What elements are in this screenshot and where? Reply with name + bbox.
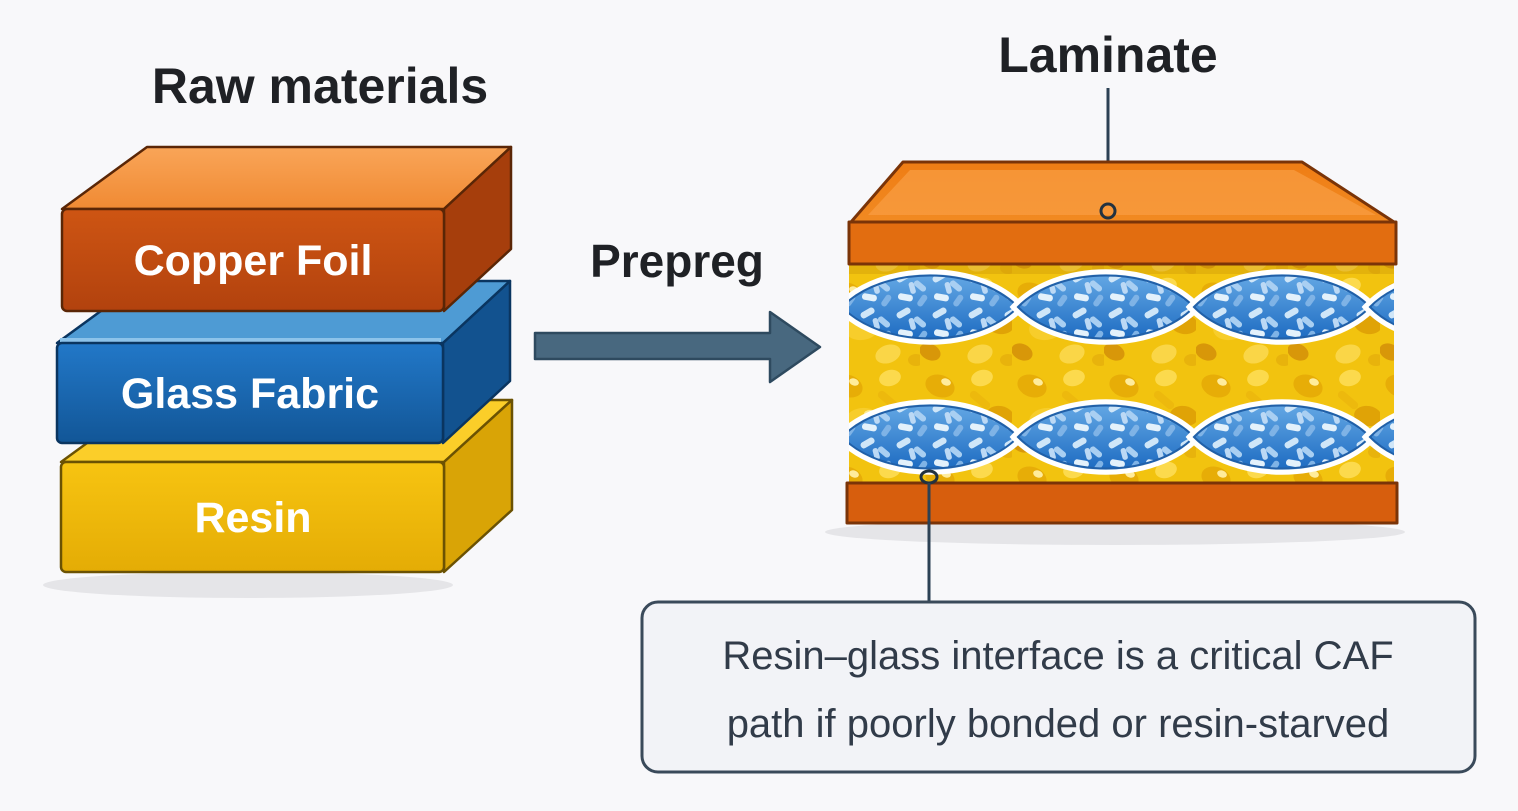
callout-line-1: Resin–glass interface is a critical CAF xyxy=(722,634,1393,678)
copper-top-face-highlight xyxy=(868,170,1376,215)
copper-foil-top-face xyxy=(60,145,513,211)
laminate-shadow xyxy=(825,519,1405,545)
prepreg-label: Prepreg xyxy=(590,235,764,287)
copper-foil-slab: Copper Foil xyxy=(60,145,513,313)
copper-foil-label: Copper Foil xyxy=(134,237,373,285)
resin-matrix-top-shade xyxy=(849,264,1394,274)
glass-fabric-label: Glass Fabric xyxy=(121,370,379,418)
prepreg-arrow-icon xyxy=(533,310,822,384)
copper-top-front-face xyxy=(847,220,1398,266)
raw-materials-title: Raw materials xyxy=(152,58,488,114)
resin-front-face xyxy=(59,460,446,574)
laminate-label: Laminate xyxy=(998,27,1218,83)
copper-foil-front-face xyxy=(60,207,446,313)
callout-line-2: path if poorly bonded or resin-starved xyxy=(727,702,1390,746)
glass-fabric-front-face xyxy=(55,341,445,445)
resin-label: Resin xyxy=(194,494,311,542)
laminate-leader-ring xyxy=(1099,202,1117,220)
laminate-cross-section xyxy=(845,160,1399,525)
callout: Resin–glass interface is a critical CAF … xyxy=(640,600,1477,774)
callout-box xyxy=(640,600,1477,774)
copper-bottom-layer xyxy=(845,481,1399,525)
stack-shadow xyxy=(43,572,453,598)
